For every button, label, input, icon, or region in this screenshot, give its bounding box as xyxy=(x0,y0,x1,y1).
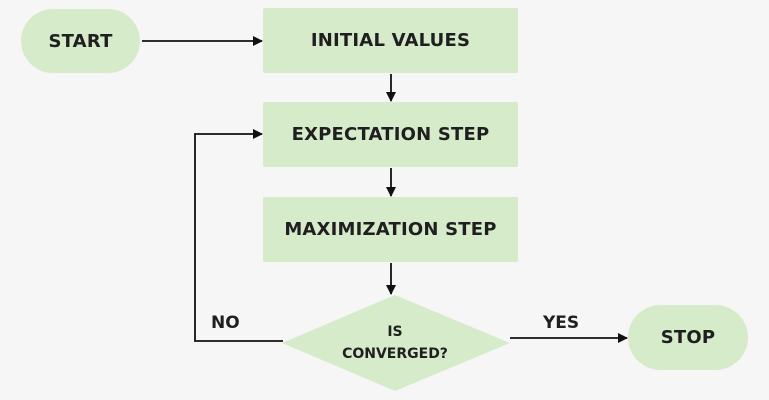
no-edge-label: NO xyxy=(211,313,240,333)
decision-node-label: IS CONVERGED? xyxy=(300,308,490,378)
yes-edge-label: YES xyxy=(543,313,580,333)
maximization-step-label: MAXIMIZATION STEP xyxy=(284,219,497,240)
stop-node-label: STOP xyxy=(660,327,716,348)
decision-diamond xyxy=(282,295,510,391)
initial-values-label: INITIAL VALUES xyxy=(310,30,471,51)
start-node-label: START xyxy=(48,30,113,52)
arrow-decision-to-expectation-loop xyxy=(194,129,283,342)
decision-label-line1: IS xyxy=(387,324,403,340)
expectation-step-node: EXPECTATION STEP xyxy=(263,102,518,167)
decision-label-line2: CONVERGED? xyxy=(342,346,448,362)
initial-values-node: INITIAL VALUES xyxy=(263,8,518,73)
start-node: START xyxy=(21,9,140,73)
maximization-step-node: MAXIMIZATION STEP xyxy=(263,197,518,262)
expectation-step-label: EXPECTATION STEP xyxy=(291,124,490,145)
stop-node: STOP xyxy=(628,305,748,370)
